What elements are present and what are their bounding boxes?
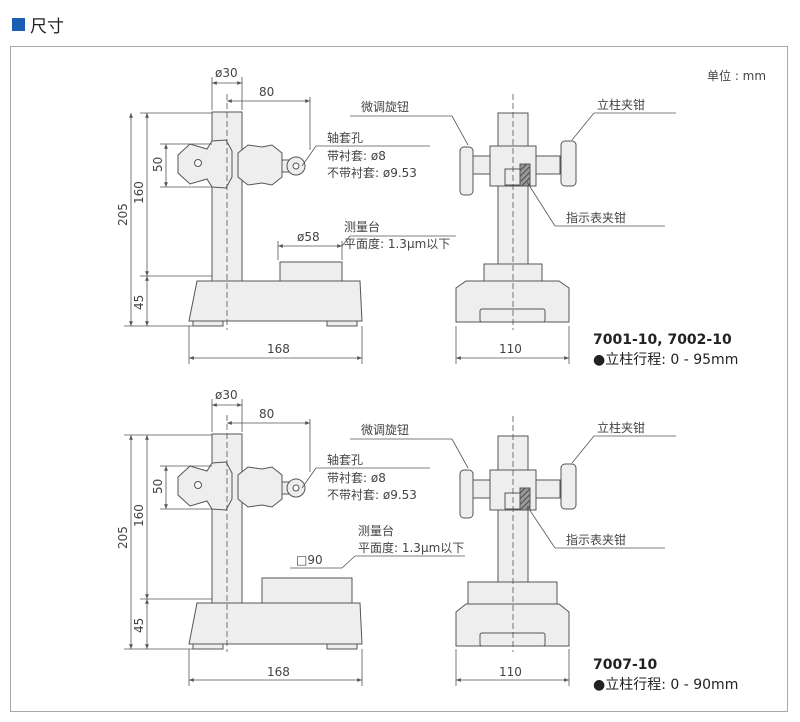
- callout-without-bushing-2: 不带衬套: ø9.53: [327, 488, 417, 502]
- callout-column-clamp-1: 立柱夹钳: [597, 97, 645, 112]
- knob-stem-right-2: [535, 479, 561, 499]
- fine-knob-front-2: [459, 469, 474, 519]
- model-label-2: 7007-10: [593, 657, 658, 673]
- knob-center-1: [194, 159, 202, 167]
- holder-body-1: [237, 144, 283, 186]
- dim-168-2: 168: [267, 665, 290, 679]
- indicator-clamp-front-2: [519, 487, 531, 511]
- callout-with-bushing-2: 带衬套: ø8: [327, 471, 386, 485]
- callout-flatness-2: 平面度: 1.3μm以下: [358, 540, 464, 555]
- dim-stage-1: ø58: [297, 230, 320, 244]
- dim-lines-side-1: [124, 77, 456, 364]
- dim-stage-2: □90: [296, 553, 323, 567]
- dim-110-2: 110: [499, 665, 522, 679]
- callout-indicator-clamp-1: 指示表夹钳: [566, 210, 626, 225]
- model-label-1: 7001-10, 7002-10: [593, 332, 732, 348]
- dim-lines-side-2: [124, 399, 465, 686]
- dim-205-2: 205: [116, 526, 130, 549]
- callout-fine-knob-2: 微调旋钮: [361, 422, 409, 437]
- callout-column-clamp-2: 立柱夹钳: [597, 420, 645, 435]
- bushing-hole-2: [292, 484, 300, 492]
- knob-stem-right-1: [535, 155, 561, 175]
- callout-fine-knob-1: 微调旋钮: [361, 99, 409, 114]
- callout-without-bushing-1: 不带衬套: ø9.53: [327, 166, 417, 180]
- section-marker-icon: [12, 17, 25, 31]
- base-side-2: [188, 602, 363, 645]
- callout-bushing-title-1: 轴套孔: [327, 130, 363, 145]
- base-slot-2: [479, 632, 546, 647]
- foot-left-1: [192, 320, 224, 327]
- dim-160-1: 160: [132, 181, 146, 204]
- base-slot-1: [479, 308, 546, 323]
- view-1: ø30 80 50 160 205 45 168 ø58 轴套孔 带衬套: ø8…: [116, 66, 738, 368]
- stroke-label-1: ●立柱行程: 0 - 95mm: [593, 352, 738, 368]
- front-view-2: [455, 435, 577, 647]
- dim-rod-dia-1: ø30: [215, 66, 238, 80]
- callout-with-bushing-1: 带衬套: ø8: [327, 149, 386, 163]
- callout-stage-title-1: 测量台: [344, 219, 380, 234]
- dim-50-2: 50: [151, 479, 165, 494]
- callout-bushing-title-2: 轴套孔: [327, 452, 363, 467]
- callout-stage-title-2: 测量台: [358, 523, 394, 538]
- stage-side-2: [261, 577, 353, 604]
- dim-lines-front-1: [350, 94, 676, 364]
- view-2: ø30 80 50 160 205 45 168 □90 轴套孔 带衬套: ø8…: [116, 388, 738, 693]
- foot-right-2: [326, 643, 358, 650]
- section-title: 尺寸: [30, 16, 64, 37]
- base-side-1: [188, 280, 363, 322]
- fine-knob-front-1: [459, 146, 474, 196]
- drawing-frame: [10, 46, 788, 712]
- column-clamp-front-2: [560, 463, 577, 510]
- indicator-clamp-front-1: [519, 163, 531, 187]
- dim-lines-front-2: [350, 416, 676, 686]
- knob-stem-left-1: [471, 155, 491, 175]
- foot-left-2: [192, 643, 224, 650]
- callout-flatness-1: 平面度: 1.3μm以下: [344, 236, 450, 251]
- dim-160-2: 160: [132, 504, 146, 527]
- dim-50-1: 50: [151, 157, 165, 172]
- knob-stem-left-2: [471, 479, 491, 499]
- dim-45-1: 45: [132, 295, 146, 310]
- indicator-block-2: [504, 492, 521, 510]
- side-view-2: [177, 433, 363, 650]
- dim-rod-dia-2: ø30: [215, 388, 238, 402]
- dim-168-1: 168: [267, 342, 290, 356]
- stage-side-1: [279, 261, 343, 282]
- dim-110-1: 110: [499, 342, 522, 356]
- section-header: 尺寸: [12, 10, 64, 38]
- callout-indicator-clamp-2: 指示表夹钳: [566, 532, 626, 547]
- bushing-hole-1: [292, 162, 300, 170]
- knob-left-2: [177, 461, 233, 511]
- stage-front-2: [467, 581, 558, 605]
- dim-205-1: 205: [116, 203, 130, 226]
- unit-label: 单位 : mm: [707, 68, 766, 83]
- stroke-label-2: ●立柱行程: 0 - 90mm: [593, 677, 738, 693]
- column-clamp-front-1: [560, 140, 577, 187]
- foot-right-1: [326, 320, 358, 327]
- front-view-1: [455, 112, 577, 323]
- dim-arm-2: 80: [259, 407, 274, 421]
- indicator-block-1: [504, 168, 521, 186]
- dim-arm-1: 80: [259, 85, 274, 99]
- dim-45-2: 45: [132, 618, 146, 633]
- knob-left-1: [177, 139, 233, 189]
- holder-body-2: [237, 466, 283, 508]
- knob-center-2: [194, 481, 202, 489]
